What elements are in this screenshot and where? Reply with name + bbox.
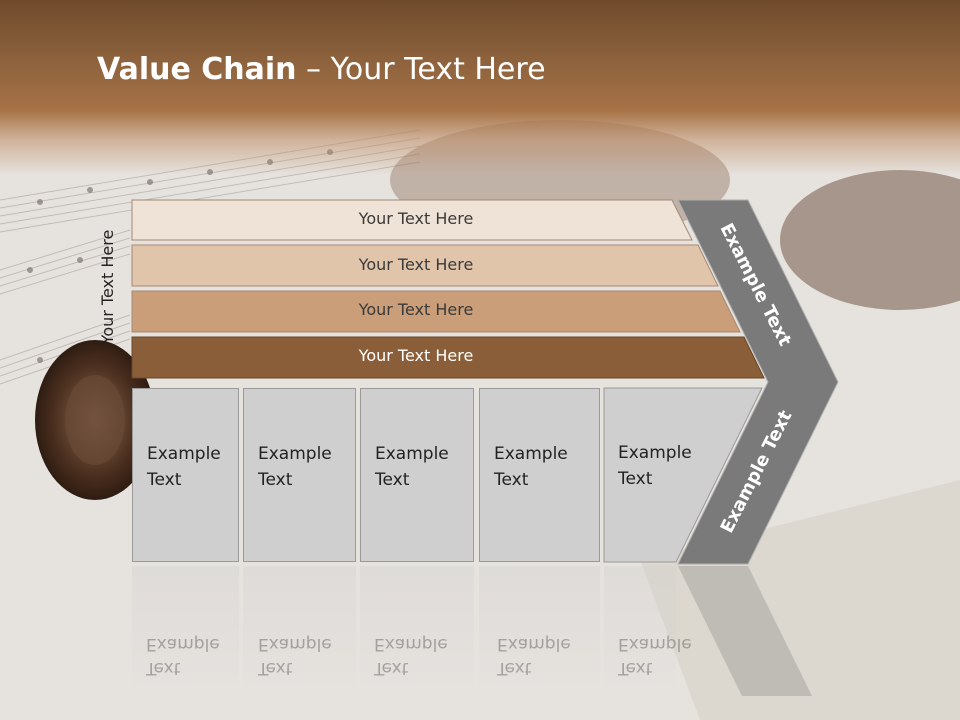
header-band <box>0 0 960 175</box>
title-bold: Value Chain <box>97 52 297 87</box>
chevron-arrow <box>677 199 839 565</box>
box-1-reflection <box>132 566 239 696</box>
chevron-reflection <box>678 566 812 696</box>
box-2-reflection <box>243 566 356 696</box>
box-4-line2: Text <box>494 470 529 490</box>
row-1-label: Your Text Here <box>358 209 474 228</box>
row-shape-1 <box>131 199 693 241</box>
box-5: Example Text <box>604 388 714 562</box>
box-1-line1: Example <box>147 444 221 464</box>
title-rest: – Your Text Here <box>296 52 546 87</box>
box-3-line1: Example <box>375 444 449 464</box>
box-2-line2: Text <box>258 470 293 490</box>
box-4-line1: Example <box>494 444 568 464</box>
row-3-label: Your Text Here <box>358 300 474 319</box>
box-1: Example Text <box>132 388 239 562</box>
box-3: Example Text <box>360 388 474 562</box>
box-2: Example Text <box>243 388 356 562</box>
box-4-reflection <box>479 566 600 696</box>
box-5-reflection <box>604 566 676 696</box>
row-shape-2 <box>131 244 719 287</box>
box-3-line2: Text <box>375 470 410 490</box>
row-shape-4 <box>131 336 765 379</box>
box-1-line2: Text <box>147 470 182 490</box>
page-title: Value Chain – Your Text Here <box>97 52 546 87</box>
box-5-line2: Text <box>618 469 653 489</box>
last-box-shape <box>603 387 763 563</box>
box-5-line1: Example <box>618 443 692 463</box>
row-4-label: Your Text Here <box>358 346 474 365</box>
box-4: Example Text <box>479 388 600 562</box>
box-3-reflection <box>360 566 474 696</box>
row-shape-3 <box>131 290 741 333</box>
box-2-line1: Example <box>258 444 332 464</box>
row-2-label: Your Text Here <box>358 255 474 274</box>
